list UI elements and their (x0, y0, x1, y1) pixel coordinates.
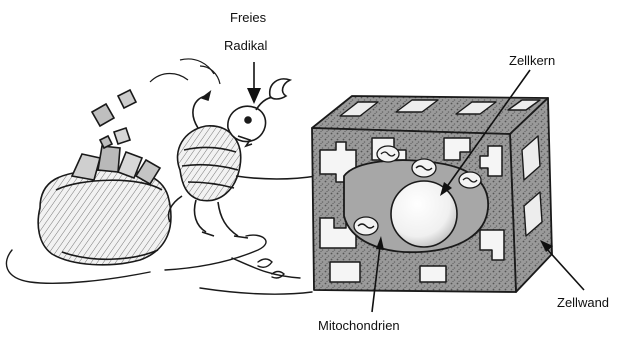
label-freies: Freies (230, 10, 266, 25)
arrow-zellwand (540, 240, 584, 290)
label-zellwand: Zellwand (557, 295, 609, 310)
free-radical-creature (169, 79, 321, 238)
mitochondrion-4 (459, 172, 481, 188)
motion-lines (150, 59, 220, 84)
mitochondrion-1 (354, 217, 378, 235)
mitochondrion-2 (412, 159, 436, 177)
label-radikal: Radikal (224, 38, 267, 53)
arrow-freies-radikal (247, 62, 261, 104)
label-zellkern: Zellkern (509, 53, 555, 68)
vegetable-pot (38, 90, 171, 265)
label-mitochondrien: Mitochondrien (318, 318, 400, 333)
mitochondrion-3 (377, 146, 399, 162)
